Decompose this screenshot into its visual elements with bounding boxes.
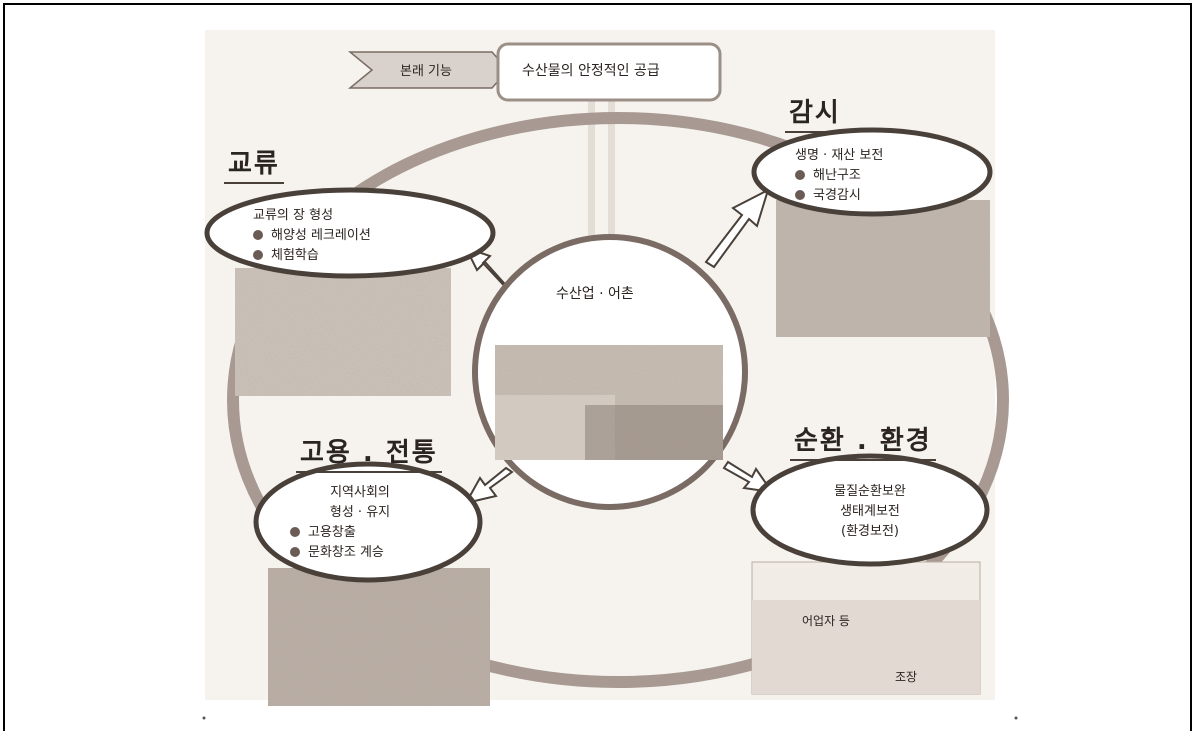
bullet-icon: [253, 230, 263, 240]
environment-text: 물질순환보완 생태계보전 (환경보전): [800, 482, 940, 542]
bullet-icon: [253, 250, 263, 260]
environment-oval: [750, 453, 990, 567]
ground-label: 조장: [895, 670, 918, 684]
bullet-icon: [795, 170, 805, 180]
environment-line-2: 생태계보전: [840, 504, 900, 519]
fishers-label: 어업자 등: [802, 614, 850, 628]
exchange-item-2: 체험학습: [253, 246, 371, 266]
employment-item-1: 고용창출: [290, 523, 430, 543]
exchange-text: 교류의 장 형성 해양성 레크레이션 체험학습: [253, 206, 371, 266]
exchange-title: 교류의 장 형성: [253, 208, 334, 223]
bullet-icon: [795, 190, 805, 200]
arrow-to-environment: [722, 460, 775, 494]
top-box-label: 수산물의 안정적인 공급: [522, 63, 660, 79]
exchange-item-1: 해양성 레크레이션: [253, 226, 371, 246]
exchange-oval: [204, 187, 496, 279]
arrow-to-employment: [464, 466, 514, 505]
exchange-heading: 교류: [224, 143, 284, 184]
employment-oval: [253, 461, 483, 583]
monitor-item-1: 해난구조: [795, 166, 883, 186]
top-box: [496, 42, 722, 102]
monitor-photo-grain: [776, 200, 990, 337]
exchange-photo-grain: [235, 268, 451, 396]
center-label: 수산업 · 어촌: [556, 286, 634, 302]
monitor-heading: 감시: [785, 92, 845, 133]
outer-ring: [227, 112, 1009, 688]
tag-label: 본래 기능: [400, 64, 452, 79]
employment-text: 지역사회의 형성 · 유지 고용창출 문화창조 계승: [290, 483, 430, 563]
monitor-oval: [751, 127, 993, 217]
speck-left: [202, 716, 206, 720]
monitor-text: 생명 · 재산 보전 해난구조 국경감시: [795, 146, 883, 206]
employment-item-2: 문화창조 계승: [290, 543, 430, 563]
arrow-to-monitor: [704, 188, 770, 269]
employment-photo-grain: [268, 568, 490, 706]
employment-title-2: 형성 · 유지: [329, 505, 391, 520]
center-photo-crowd: [585, 405, 723, 460]
speck-right: [1014, 716, 1018, 720]
environment-line-3: (환경보전): [841, 524, 899, 539]
monitor-title: 생명 · 재산 보전: [795, 148, 884, 163]
bullet-icon: [290, 527, 300, 537]
environment-heading: 순환 . 환경: [790, 420, 936, 461]
environment-seabed: [752, 600, 980, 694]
employment-heading: 고용 . 전통: [296, 432, 442, 473]
bullet-icon: [290, 547, 300, 557]
tag-shape: [347, 51, 510, 89]
environment-line-1: 물질순환보완: [834, 484, 906, 499]
employment-title-1: 지역사회의: [330, 485, 390, 500]
monitor-item-2: 국경감시: [795, 186, 883, 206]
